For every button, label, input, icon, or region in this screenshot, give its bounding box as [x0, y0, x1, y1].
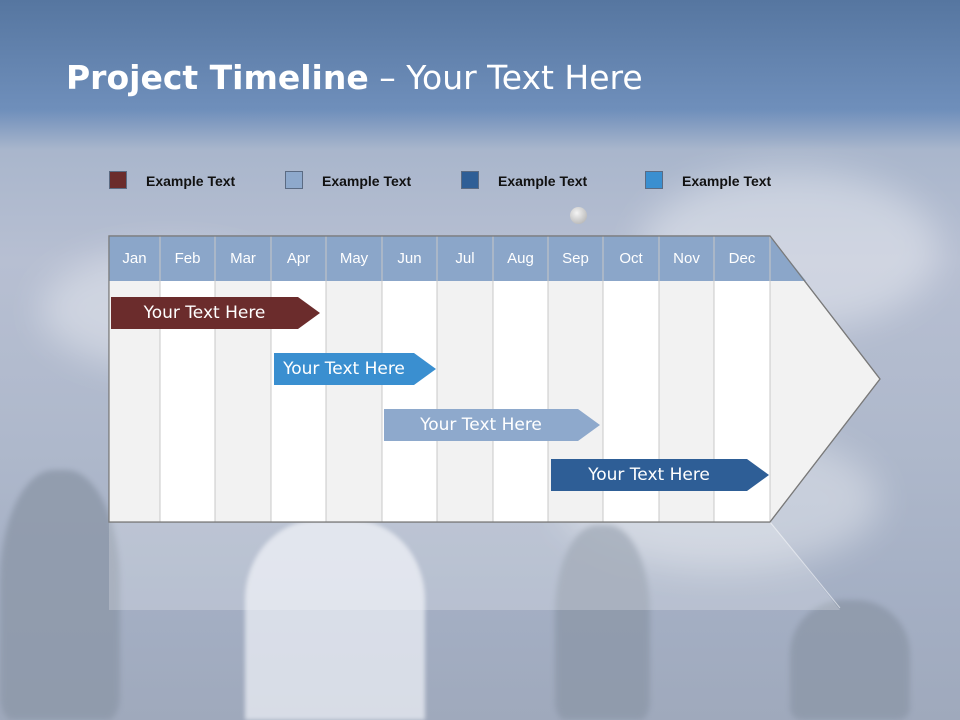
month-label: Mar — [230, 250, 256, 267]
timeline-reflection — [109, 522, 840, 610]
background-tree — [790, 600, 910, 720]
month-label: Dec — [728, 250, 756, 267]
background-tree — [555, 525, 650, 720]
task-bar: Your Text Here — [111, 297, 320, 329]
month-label: Apr — [286, 250, 311, 267]
task-bar: Your Text Here — [274, 353, 436, 385]
month-label: Sep — [562, 250, 589, 267]
month-header-cell — [548, 236, 603, 281]
task-label: Your Text Here — [143, 303, 266, 323]
month-header-cell — [109, 236, 160, 281]
legend-label: Example Text — [146, 173, 236, 189]
month-header-cell — [326, 236, 382, 281]
month-label: Aug — [507, 250, 534, 267]
month-header-cell — [160, 236, 215, 281]
month-label: Jun — [397, 250, 422, 267]
legend-swatch — [645, 171, 663, 189]
month-label: Oct — [619, 250, 643, 267]
reflection-edge — [769, 521, 841, 609]
month-label: Nov — [673, 250, 700, 267]
legend-swatch — [285, 171, 303, 189]
month-column — [493, 281, 548, 522]
month-column — [326, 281, 382, 522]
month-header-cell — [659, 236, 714, 281]
legend-label: Example Text — [322, 173, 412, 189]
legend-label: Example Text — [498, 173, 588, 189]
legend-label: Example Text — [682, 173, 772, 189]
background-figure — [245, 520, 425, 720]
month-label: May — [339, 250, 369, 267]
title-bold: Project Timeline — [66, 58, 369, 97]
decorative-dot — [570, 207, 587, 224]
month-column — [437, 281, 493, 522]
month-header-cell — [215, 236, 271, 281]
title-rest: – Your Text Here — [368, 58, 643, 97]
month-header-cell — [714, 236, 770, 281]
legend-swatch — [109, 171, 127, 189]
month-header-cell — [382, 236, 437, 281]
month-label: Jul — [455, 250, 475, 267]
task-label: Your Text Here — [588, 465, 710, 485]
task-label: Your Text Here — [283, 359, 405, 379]
legend-swatch — [461, 171, 479, 189]
month-header-cell — [437, 236, 493, 281]
background-tree — [0, 470, 120, 720]
month-column — [382, 281, 437, 522]
month-header-cell — [271, 236, 326, 281]
task-bar: Your Text Here — [384, 409, 600, 441]
month-header-cell — [493, 236, 548, 281]
task-bar: Your Text Here — [551, 459, 769, 491]
page-title: Project Timeline – Your Text Here — [66, 58, 643, 97]
month-label: Feb — [174, 250, 201, 267]
arrow-outline — [108, 235, 881, 523]
month-label: Jan — [122, 250, 147, 267]
task-label: Your Text Here — [420, 415, 542, 435]
month-header-cell — [603, 236, 659, 281]
